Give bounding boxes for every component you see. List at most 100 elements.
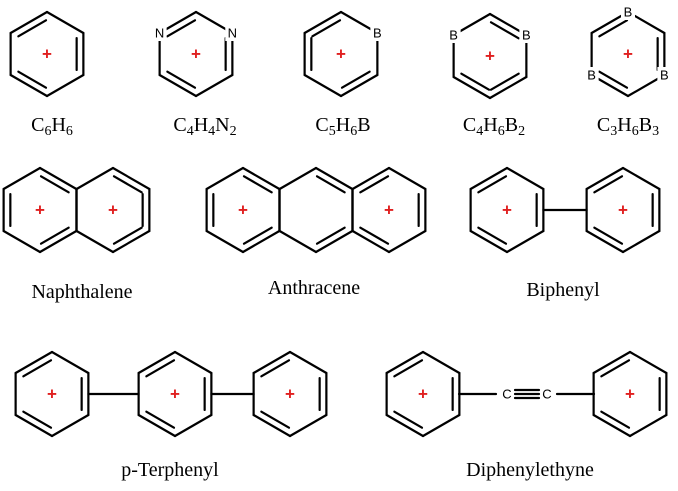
borabenzene-bond <box>339 73 379 98</box>
anthracene-bond <box>351 229 391 254</box>
pyrazine-nitrogen-label: N <box>155 26 164 41</box>
biphenyl-bond <box>505 166 545 191</box>
benzene-bond <box>45 73 85 98</box>
biphenyl-bond <box>505 229 545 254</box>
anthracene-bond <box>241 229 281 254</box>
anthracene-middle-bond <box>314 229 354 254</box>
diphenylethyne-label: Diphenylethyne <box>466 459 594 481</box>
diphenylethyne-ring-center: + <box>418 385 428 404</box>
label-backdrop <box>152 25 167 41</box>
naphthalene-bond <box>75 166 115 191</box>
triborabenzene-double-bond <box>598 70 629 89</box>
p-terphenyl-double-bond <box>22 359 53 378</box>
pyrazine-formula: C4H4N2 <box>173 114 237 139</box>
naphthalene-bond <box>2 166 42 191</box>
biphenyl-double-bond <box>593 226 624 245</box>
p-terphenyl-bond <box>14 350 54 375</box>
p-terphenyl-bond <box>252 350 292 375</box>
diphenylethyne-bond <box>421 413 461 438</box>
anthracene-label: Anthracene <box>267 277 361 299</box>
p-terphenyl-double-bond <box>145 410 176 429</box>
diphenylethyne-carbon-label: C <box>542 387 551 402</box>
benzene-bond <box>9 73 49 98</box>
borabenzene-formula: C5H6B <box>315 114 371 139</box>
pyrazine-bond <box>158 73 198 98</box>
anthracene-middle-bond <box>278 166 318 191</box>
diphenylethyne-double-bond <box>393 359 424 378</box>
anthracene-bond <box>351 166 391 191</box>
diphenylethyne-double-bond <box>600 410 631 429</box>
triborabenzene-double-bond <box>598 19 629 38</box>
label-backdrop <box>370 25 385 41</box>
naphthalene-double-bond <box>112 175 143 194</box>
diphenylethyne-double-bond <box>600 359 631 378</box>
diphenylethyne-ring-center: + <box>625 385 635 404</box>
diborabenzene-double-bond <box>460 72 491 91</box>
biphenyl-bond <box>621 229 661 254</box>
diborabenzene-boron-label: B <box>449 28 458 43</box>
anthracene-bond <box>205 229 245 254</box>
pyrazine-bond <box>194 73 234 98</box>
naphthalene-bond <box>75 229 115 254</box>
biphenyl-double-bond <box>477 226 508 245</box>
p-terphenyl-label: p-Terphenyl <box>121 459 219 481</box>
p-terphenyl-bond <box>252 413 292 438</box>
naphthalene-double-bond <box>39 226 70 245</box>
naphthalene-bond <box>38 166 78 191</box>
borabenzene-boron-label: B <box>373 26 382 41</box>
triborabenzene-boron-label: B <box>624 5 633 20</box>
naphthalene-bond <box>2 229 42 254</box>
p-terphenyl-double-bond <box>260 410 291 429</box>
triborabenzene-boron-label: B <box>587 68 596 83</box>
biphenyl-bond <box>621 166 661 191</box>
biphenyl-double-bond <box>477 175 508 194</box>
p-terphenyl-double-bond <box>22 410 53 429</box>
biphenyl-bond <box>585 229 625 254</box>
diphenylethyne-bond <box>628 350 668 375</box>
anthracene-ring-center: + <box>384 201 394 220</box>
naphthalene-label: Naphthalene <box>31 281 133 303</box>
p-terphenyl-bond <box>14 413 54 438</box>
benzene-ring-center: + <box>42 45 52 64</box>
biphenyl-bond <box>469 229 509 254</box>
p-terphenyl-bond <box>137 413 177 438</box>
biphenyl-double-bond <box>593 175 624 194</box>
anthracene-double-bond <box>242 226 273 245</box>
naphthalene-bond <box>111 166 151 191</box>
anthracene-middle-bond <box>278 229 318 254</box>
biphenyl-bond <box>469 166 509 191</box>
anthracene-double-bond <box>315 226 346 245</box>
anthracene-middle-bond <box>314 166 354 191</box>
p-terphenyl-bond <box>137 350 177 375</box>
anthracene-double-bond <box>359 175 390 194</box>
borabenzene-bond <box>303 73 343 98</box>
diphenylethyne-bond <box>385 413 425 438</box>
label-backdrop <box>225 25 240 41</box>
naphthalene-double-bond <box>112 226 143 245</box>
anthracene-ring-center: + <box>238 201 248 220</box>
p-terphenyl-bond <box>173 350 213 375</box>
label-backdrop <box>621 4 635 20</box>
naphthalene-bond <box>38 229 78 254</box>
diphenylethyne-bond <box>592 350 632 375</box>
triborabenzene-formula: C3H6B3 <box>596 114 660 139</box>
pyrazine-double-bond <box>166 19 197 38</box>
biphenyl-ring-center: + <box>618 201 628 220</box>
benzene-bond <box>45 10 85 35</box>
anthracene-bond <box>387 229 427 254</box>
label-backdrop <box>519 27 534 43</box>
p-terphenyl-bond <box>288 413 328 438</box>
benzene-formula: C6H6 <box>31 114 73 139</box>
label-backdrop <box>657 67 672 83</box>
diphenylethyne-bond <box>592 413 632 438</box>
diborabenzene-double-bond <box>489 21 520 40</box>
diphenylethyne-bond <box>385 350 425 375</box>
anthracene-bond <box>205 166 245 191</box>
biphenyl-ring-center: + <box>502 201 512 220</box>
p-terphenyl-double-bond <box>145 359 176 378</box>
anthracene-bond <box>241 166 281 191</box>
benzene-double-bond <box>17 70 48 89</box>
triborabenzene-ring-center: + <box>623 45 633 64</box>
